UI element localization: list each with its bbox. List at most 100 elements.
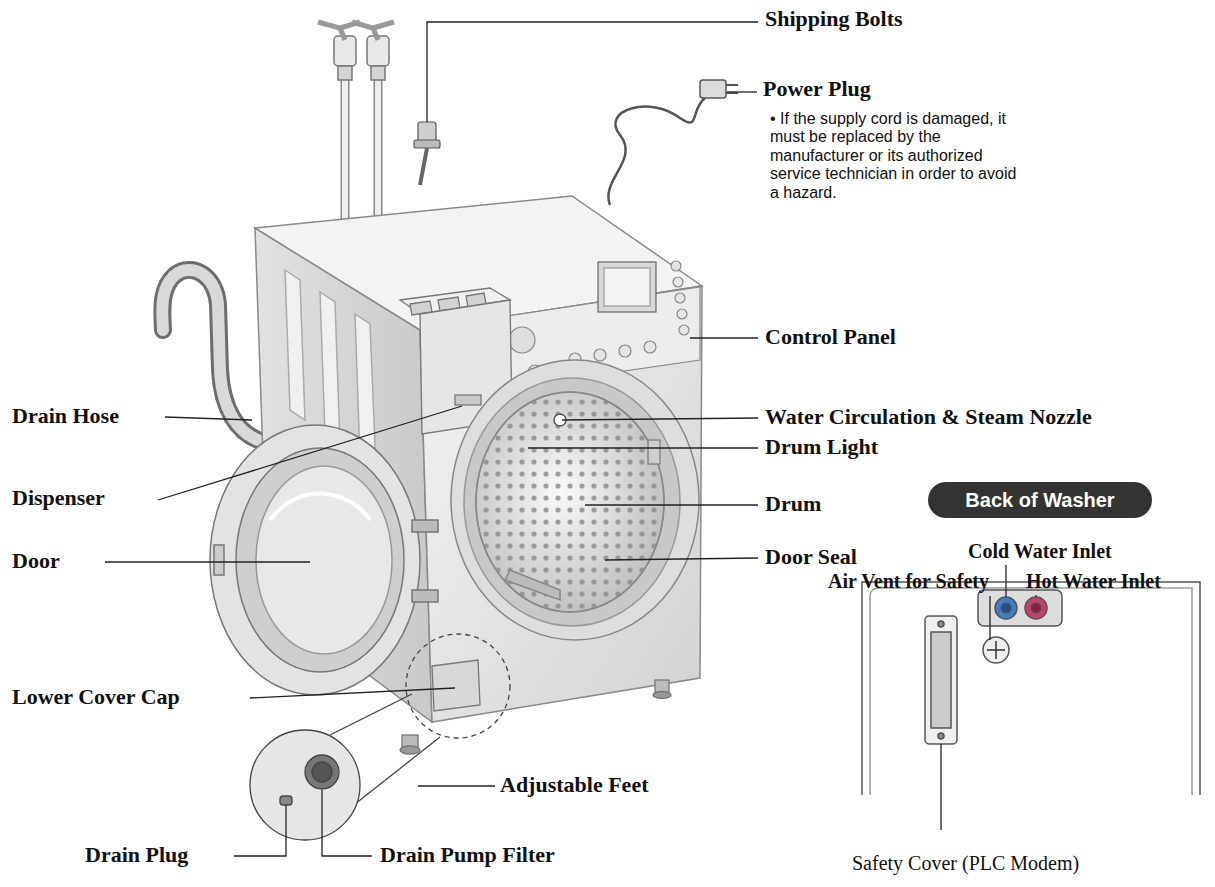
part-label: Dispenser xyxy=(12,485,105,510)
water-taps-part xyxy=(352,22,394,40)
part-label: Door xyxy=(12,548,60,573)
drum xyxy=(451,360,699,640)
part-label: Cold Water Inlet xyxy=(968,540,1112,563)
back-panel-part xyxy=(938,621,944,627)
leader-lines-part xyxy=(562,418,758,420)
section-badge: Back of Washer xyxy=(928,482,1152,518)
leader-lines-part xyxy=(585,504,758,505)
drum-part xyxy=(451,360,699,640)
leader-lines-part xyxy=(418,785,495,786)
power-cord-part xyxy=(608,98,705,205)
part-label: Hot Water Inlet xyxy=(1026,570,1161,593)
part-label: Power Plug xyxy=(763,76,871,101)
power-cord xyxy=(608,80,738,205)
drain-inset-part xyxy=(250,730,360,840)
water-taps xyxy=(318,22,394,232)
drain-inset-part xyxy=(312,762,332,782)
part-label: Door Seal xyxy=(765,544,857,569)
part-label: Lower Cover Cap xyxy=(12,684,180,709)
control-panel-part xyxy=(619,345,631,357)
door-part xyxy=(412,520,438,532)
leader-lines-part xyxy=(940,744,941,830)
drain-hose xyxy=(162,270,258,440)
shipping-bolt-part xyxy=(414,140,440,148)
back-panel-part xyxy=(870,588,1192,795)
leader-lines-part xyxy=(165,417,252,420)
leader-lines-part xyxy=(322,790,372,856)
lower-cover-part xyxy=(432,660,480,711)
door-part xyxy=(214,545,224,575)
part-label: Adjustable Feet xyxy=(500,772,648,797)
washer-body-part xyxy=(420,286,702,722)
back-panel-part xyxy=(862,582,1200,795)
water-taps-part xyxy=(342,60,348,232)
control-panel-part xyxy=(671,261,681,271)
leader-lines-part xyxy=(158,406,462,500)
water-taps-part xyxy=(374,60,383,228)
leader-lines-part xyxy=(690,337,758,338)
water-taps-part xyxy=(338,66,352,80)
lower-cover-part xyxy=(653,692,671,699)
drum-part xyxy=(464,378,680,626)
leader-lines-part xyxy=(250,688,455,698)
control-panel-part xyxy=(509,327,535,353)
drain-hose-part xyxy=(162,270,258,440)
back-panel-part xyxy=(938,733,944,739)
leader-lines-part xyxy=(528,447,758,448)
leader-lines-part xyxy=(605,558,758,560)
back-panel-part xyxy=(1001,603,1011,613)
water-taps-part xyxy=(334,36,356,66)
part-label: Drain Pump Filter xyxy=(380,842,555,867)
leader-lines-part xyxy=(989,596,990,640)
drain-inset xyxy=(250,694,440,840)
back-panel-part xyxy=(987,641,1005,659)
control-panel-part xyxy=(677,309,687,319)
part-label: Drum Light xyxy=(765,434,878,459)
control-panel-part xyxy=(673,277,683,287)
leader-lines xyxy=(105,22,1036,856)
leader-lines-part xyxy=(1005,565,1006,597)
part-label: Air Vent for Safety xyxy=(828,570,989,593)
leader-lines-part xyxy=(427,22,758,122)
drum-part xyxy=(648,440,660,464)
part-label: Shipping Bolts xyxy=(765,6,903,31)
water-taps-part xyxy=(371,66,385,80)
drum-part xyxy=(505,570,560,600)
power-cord-part xyxy=(700,80,726,98)
control-panel-part xyxy=(604,268,650,306)
door xyxy=(210,425,438,695)
door-part xyxy=(210,425,420,695)
drain-hose-part xyxy=(162,270,258,440)
part-label: Water Circulation & Steam Nozzle xyxy=(765,404,1092,429)
back-panel-part xyxy=(995,597,1017,619)
back-panel-part xyxy=(925,616,957,744)
drain-inset-part xyxy=(280,796,292,805)
back-panel-part xyxy=(983,637,1009,663)
lower-cover xyxy=(400,634,671,754)
drum-part xyxy=(476,392,664,612)
door-part xyxy=(412,590,438,602)
leader-lines-part xyxy=(234,805,286,856)
lower-cover-part xyxy=(406,634,510,738)
back-panel-part xyxy=(931,632,951,728)
shipping-bolt-part xyxy=(420,148,427,185)
water-taps-part xyxy=(341,60,350,232)
door-part xyxy=(270,494,370,520)
part-label: Drum xyxy=(765,491,821,516)
lower-cover-part xyxy=(400,746,420,754)
leader-lines-part xyxy=(105,561,310,562)
drain-inset-part xyxy=(305,755,339,789)
back-panel-part xyxy=(1025,597,1047,619)
water-taps-part xyxy=(375,60,381,228)
shipping-bolt xyxy=(414,122,440,185)
control-panel-part xyxy=(644,341,656,353)
back-panel xyxy=(862,582,1200,795)
leader-lines-part xyxy=(1035,595,1036,597)
drum-part xyxy=(476,392,664,612)
control-panel-part xyxy=(675,293,685,303)
control-panel-part xyxy=(598,262,656,312)
control-panel-part xyxy=(679,325,689,335)
back-panel-part xyxy=(1031,603,1041,613)
